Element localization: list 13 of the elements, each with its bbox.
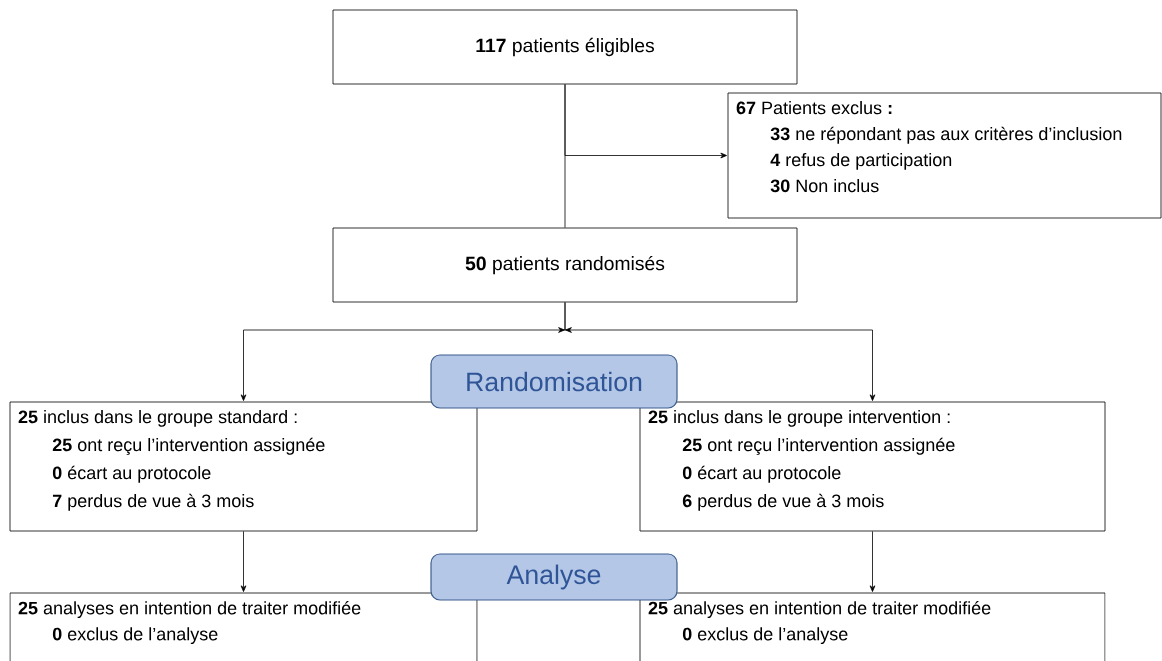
- arrow: [558, 302, 876, 401]
- arrow: [240, 531, 247, 592]
- flow-box: 67 Patients exclus : 33 ne répondant pas aux critères d’inclusion 4 refus de participation 30 Non inclus: [727, 92, 1162, 219]
- arrow: [564, 84, 727, 159]
- flow-box: 25 analyses en intention de traiter modifiée 0 exclus de l’analyse: [9, 592, 478, 661]
- flow-box: 50 patients randomisés: [332, 227, 798, 303]
- stage-banner: Analyse: [430, 553, 678, 601]
- flow-box: 25 inclus dans le groupe intervention : 25 ont reçu l’intervention assignée 0 écart au protocole 6 perdus de vue à 3 mois: [639, 401, 1106, 532]
- flow-box: 25 analyses en intention de traiter modifiée 0 exclus de l’analyse: [639, 592, 1106, 661]
- flow-box: 25 inclus dans le groupe standard : 25 ont reçu l’intervention assignée 0 écart au protocole 7 perdus de vue à 3 mois: [9, 401, 478, 532]
- flow-box: 117 patients éligibles: [332, 9, 798, 85]
- arrow: [869, 531, 876, 592]
- stage-banner: Randomisation: [430, 354, 678, 409]
